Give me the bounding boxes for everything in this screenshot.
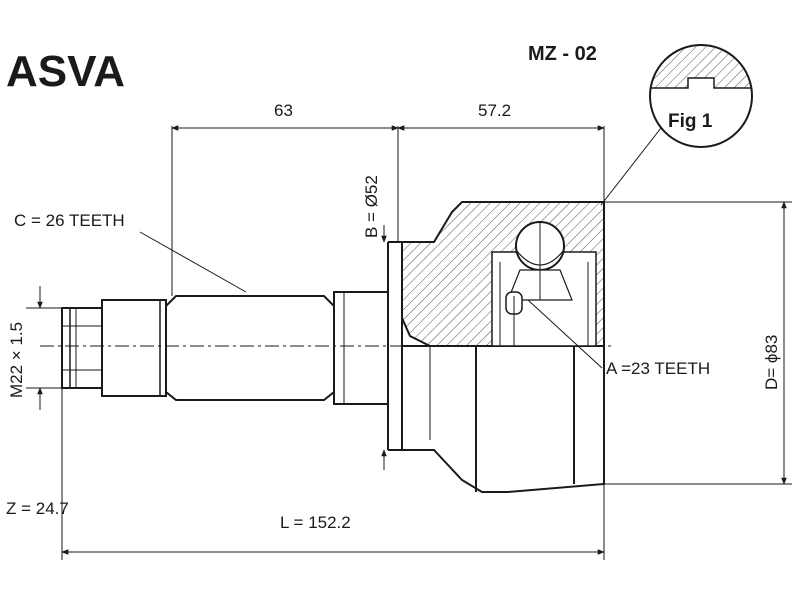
dim-z: Z = 24.7 [6, 499, 69, 518]
dim-outer-diameter: D= ϕ83 [762, 335, 781, 390]
leader-c [139, 231, 247, 293]
leader-a [527, 299, 603, 369]
bell-housing [387, 201, 605, 493]
brand-title: ASVA [6, 47, 125, 96]
dim-total-length: L = 152.2 [280, 513, 351, 532]
dim-outer-teeth: C = 26 TEETH [14, 211, 125, 230]
dim-bell-length: 57.2 [478, 101, 511, 120]
shaft [61, 291, 389, 405]
dim-thread: M22 × 1.5 [7, 322, 26, 398]
part-number: MZ - 02 [528, 43, 597, 65]
dim-shaft-length: 63 [274, 101, 293, 120]
fig-label: Fig 1 [668, 111, 713, 132]
dim-inner-teeth: A =23 TEETH [606, 359, 710, 378]
dim-seal-diameter: B = Ø52 [362, 175, 381, 238]
fig-callout: Fig 1 [600, 44, 753, 206]
